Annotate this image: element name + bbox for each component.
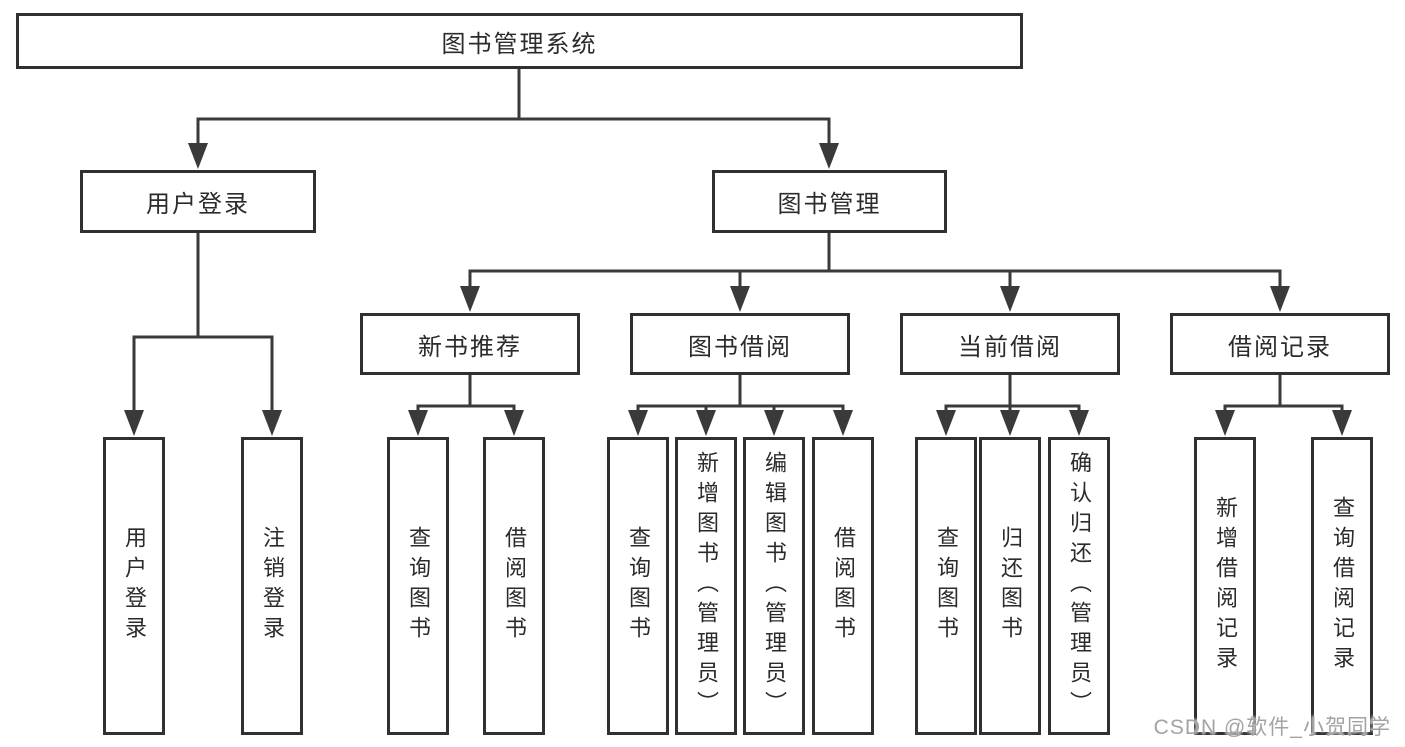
arrowhead-down	[764, 410, 784, 436]
arrowhead-down	[819, 143, 839, 169]
arrowhead-down	[188, 143, 208, 169]
node-borrowing-records: 借阅记录	[1170, 313, 1390, 375]
node-current-borrowing: 当前借阅	[900, 313, 1120, 375]
node-library-management-system: 图书管理系统	[16, 13, 1023, 69]
arrowhead-down	[628, 410, 648, 436]
node-new-book-recommendation: 新书推荐	[360, 313, 580, 375]
arrowhead-down	[262, 410, 282, 436]
node-book-management: 图书管理	[712, 170, 947, 233]
leaf-current-query-books: 查询图书	[915, 437, 977, 735]
arrowhead-down	[504, 410, 524, 436]
arrowhead-down	[696, 410, 716, 436]
leaf-borrow-borrow-books: 借阅图书	[812, 437, 874, 735]
arrowhead-down	[1069, 410, 1089, 436]
leaf-recommend-borrow-books: 借阅图书	[483, 437, 545, 735]
leaf-logout: 注销登录	[241, 437, 303, 735]
leaf-user-login: 用户登录	[103, 437, 165, 735]
arrowhead-down	[730, 286, 750, 312]
leaf-borrow-edit-books-admin: 编辑图书（管理员）	[743, 437, 805, 735]
arrowhead-down	[1332, 410, 1352, 436]
leaf-borrow-add-books-admin: 新增图书（管理员）	[675, 437, 737, 735]
leaf-current-confirm-return-admin: 确认归还（管理员）	[1048, 437, 1110, 735]
leaf-records-add-borrow-record: 新增借阅记录	[1194, 437, 1256, 735]
arrowhead-down	[936, 410, 956, 436]
arrowhead-down	[1215, 410, 1235, 436]
node-book-borrowing: 图书借阅	[630, 313, 850, 375]
csdn-watermark: CSDN @软件_小贺同学	[1153, 716, 1391, 739]
arrowhead-down	[833, 410, 853, 436]
leaf-borrow-query-books: 查询图书	[607, 437, 669, 735]
arrowhead-down	[1000, 410, 1020, 436]
arrowhead-down	[124, 410, 144, 436]
arrowhead-down	[1270, 286, 1290, 312]
arrowhead-down	[1000, 286, 1020, 312]
arrowhead-down	[460, 286, 480, 312]
leaf-records-query-borrow-record: 查询借阅记录	[1311, 437, 1373, 735]
arrowhead-down	[408, 410, 428, 436]
leaf-recommend-query-books: 查询图书	[387, 437, 449, 735]
node-user-login: 用户登录	[80, 170, 316, 233]
leaf-current-return-books: 归还图书	[979, 437, 1041, 735]
